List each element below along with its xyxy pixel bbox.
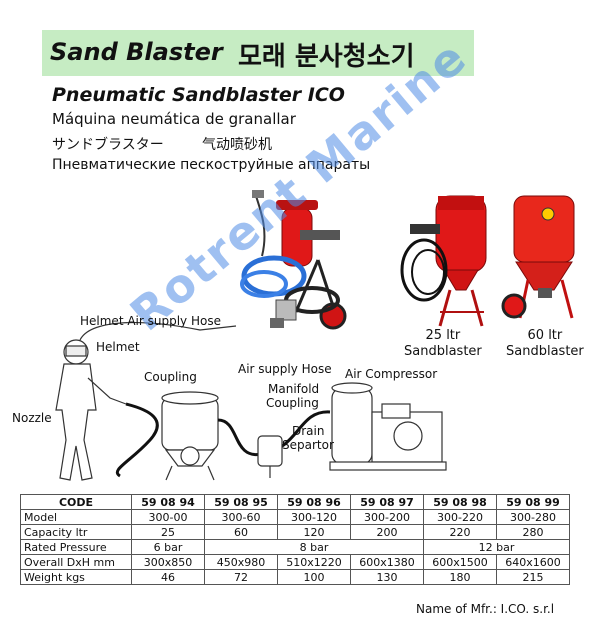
dimensions-cell: 600x1380 — [350, 554, 424, 570]
dimensions-cell: 450x980 — [204, 554, 278, 570]
product-title-cn: 气动喷砂机 — [202, 137, 272, 153]
banner-title-en: Sand Blaster — [50, 38, 223, 66]
table-row: Model 300-00 300-60 300-120 300-200 300-… — [20, 509, 570, 525]
weight-cell: 180 — [423, 569, 497, 585]
system-line-diagram — [55, 321, 447, 481]
table-row: Rated Pressure 6 bar 8 bar 12 bar — [20, 539, 570, 555]
sandblaster-25-ltr-photo — [400, 195, 487, 327]
product-title-ru: Пневматические пескоструйные аппараты — [52, 157, 371, 173]
table-row: Weight kgs 46 72 100 130 180 215 — [20, 569, 570, 585]
model-label: Model — [20, 509, 132, 525]
model-cell: 300-00 — [131, 509, 205, 525]
label-manifold-coupling: Coupling — [266, 396, 319, 410]
pressure-cell: 6 bar — [131, 539, 205, 555]
code-cell: 59 08 97 — [350, 494, 424, 510]
code-cell: 59 08 94 — [131, 494, 205, 510]
code-cell: 59 08 96 — [277, 494, 351, 510]
dimensions-cell: 600x1500 — [423, 554, 497, 570]
model-cell: 300-120 — [277, 509, 351, 525]
weight-cell: 215 — [496, 569, 570, 585]
banner-title-ko: 모래 분사청소기 — [238, 42, 415, 72]
label-air-supply-hose: Air supply Hose — [238, 362, 332, 376]
label-25-ltr-capacity: 25 ltr — [425, 328, 461, 343]
table-row: Overall DxH mm 300x850 450x980 510x1220 … — [20, 554, 570, 570]
weight-cell: 72 — [204, 569, 278, 585]
dimensions-cell: 300x850 — [131, 554, 205, 570]
weight-cell: 46 — [131, 569, 205, 585]
model-cell: 300-280 — [496, 509, 570, 525]
model-cell: 300-220 — [423, 509, 497, 525]
label-coupling: Coupling — [144, 370, 197, 384]
label-nozzle: Nozzle — [12, 411, 52, 425]
table-row: CODE 59 08 94 59 08 95 59 08 96 59 08 97… — [20, 494, 570, 510]
label-separator: Separtor — [282, 438, 334, 452]
dimensions-label: Overall DxH mm — [20, 554, 132, 570]
table-row: Capacity ltr 25 60 120 200 220 280 — [20, 524, 570, 540]
code-cell: 59 08 98 — [423, 494, 497, 510]
code-cell: 59 08 99 — [496, 494, 570, 510]
label-drain: Drain — [292, 424, 325, 438]
label-25-ltr: 25 ltr Sandblaster — [404, 328, 482, 360]
pressure-label: Rated Pressure — [20, 539, 132, 555]
title-banner — [42, 30, 474, 76]
label-60-ltr-name: Sandblaster — [506, 344, 584, 359]
capacity-cell: 200 — [350, 524, 424, 540]
weight-cell: 100 — [277, 569, 351, 585]
label-25-ltr-name: Sandblaster — [404, 344, 482, 359]
product-title-en: Pneumatic Sandblaster ICO — [52, 84, 345, 106]
manufacturer-name: Name of Mfr.: I.CO. s.r.l — [416, 602, 555, 616]
label-helmet: Helmet — [96, 340, 140, 354]
capacity-cell: 60 — [204, 524, 278, 540]
capacity-cell: 120 — [277, 524, 351, 540]
weight-cell: 130 — [350, 569, 424, 585]
capacity-cell: 220 — [423, 524, 497, 540]
product-title-jp: サンドブラスター — [52, 137, 164, 153]
dimensions-cell: 640x1600 — [496, 554, 570, 570]
label-manifold: Manifold — [268, 382, 320, 396]
capacity-cell: 280 — [496, 524, 570, 540]
product-title-es: Máquina neumática de granallar — [52, 110, 296, 128]
code-header: CODE — [20, 494, 132, 510]
label-helmet-hose: Helmet Air supply Hose — [80, 314, 221, 328]
blaster-with-hoses-photo — [240, 190, 347, 330]
specification-table: CODE 59 08 94 59 08 95 59 08 96 59 08 97… — [20, 494, 570, 585]
pressure-cell: 8 bar — [204, 539, 424, 555]
model-cell: 300-60 — [204, 509, 278, 525]
capacity-cell: 25 — [131, 524, 205, 540]
label-60-ltr: 60 ltr Sandblaster — [506, 328, 584, 360]
label-60-ltr-capacity: 60 ltr — [527, 328, 563, 343]
capacity-label: Capacity ltr — [20, 524, 132, 540]
weight-label: Weight kgs — [20, 569, 132, 585]
model-cell: 300-200 — [350, 509, 424, 525]
code-cell: 59 08 95 — [204, 494, 278, 510]
dimensions-cell: 510x1220 — [277, 554, 351, 570]
sandblaster-60-ltr-photo — [501, 195, 575, 319]
label-air-compressor: Air Compressor — [345, 367, 438, 381]
pressure-cell: 12 bar — [423, 539, 570, 555]
